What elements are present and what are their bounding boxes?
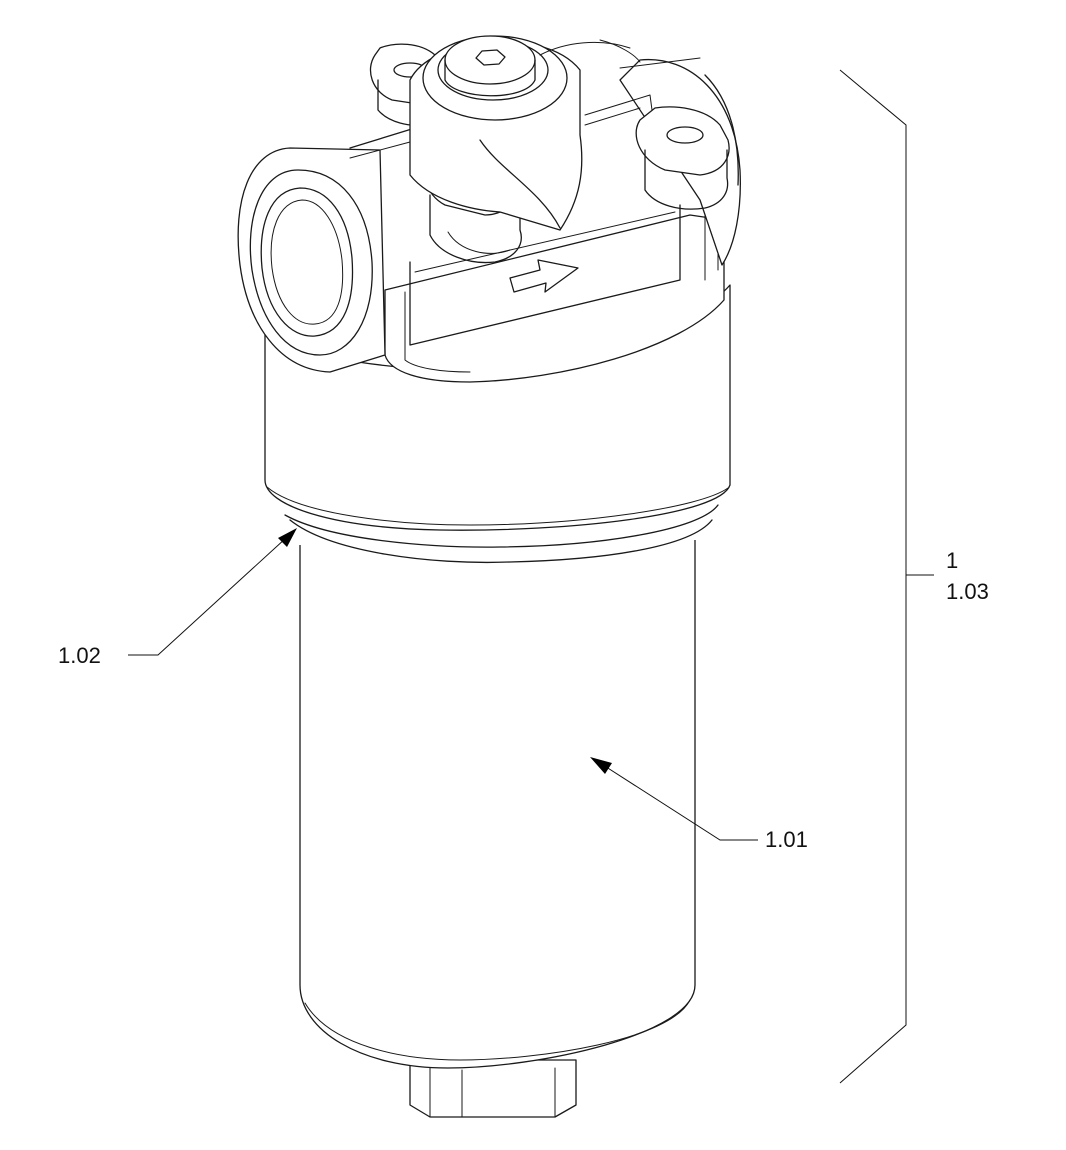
callout-assembly-sub-label: 1.03 <box>946 579 989 604</box>
callout-element-label: 1.01 <box>765 827 808 852</box>
filter-bowl <box>289 519 713 1118</box>
central-boss <box>409 35 653 231</box>
inlet-port <box>237 127 421 373</box>
filter-head-body <box>264 284 731 548</box>
hex-socket-icon <box>475 49 506 66</box>
leader-element <box>590 757 758 841</box>
flow-arrow-icon <box>509 259 579 293</box>
callout-seal-label: 1.02 <box>58 643 101 668</box>
assembly-bracket <box>839 69 934 1084</box>
drain-hex-nut <box>409 1059 577 1118</box>
leader-seal <box>128 528 297 656</box>
callout-assembly-label: 1 <box>946 548 958 573</box>
